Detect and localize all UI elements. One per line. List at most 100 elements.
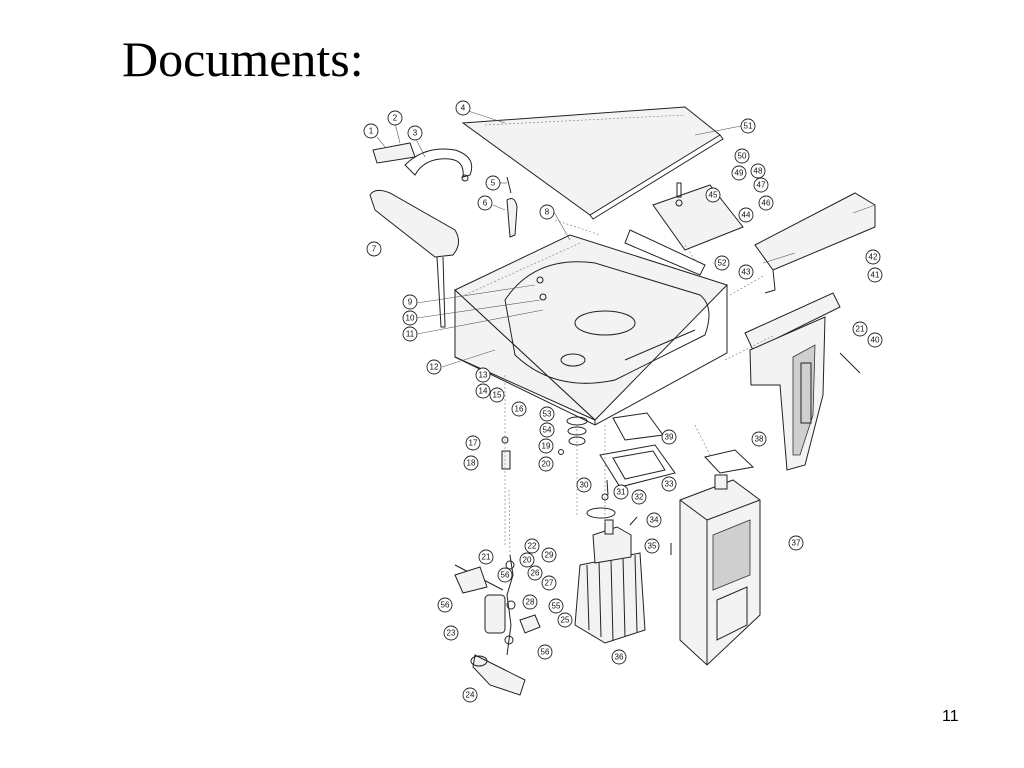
svg-text:8: 8	[545, 208, 550, 217]
o-ring-32	[586, 507, 616, 519]
callout: 12	[426, 359, 442, 375]
svg-text:7: 7	[372, 245, 377, 254]
callout: 56	[437, 597, 453, 613]
svg-text:11: 11	[406, 330, 415, 339]
svg-text:34: 34	[650, 516, 659, 525]
assembly-guide-lines	[504, 219, 776, 556]
svg-text:16: 16	[515, 405, 524, 414]
callout: 35	[644, 538, 660, 554]
svg-text:44: 44	[742, 211, 751, 220]
callout: 47	[753, 177, 769, 193]
callout: 50	[734, 148, 750, 164]
svg-text:53: 53	[543, 410, 552, 419]
callout-labels: 1 2 3 4 5 6 7 8 9 10 11 12 13 14 15 16 1…	[363, 100, 883, 703]
callout: 21	[852, 321, 868, 337]
callout: 37	[788, 535, 804, 551]
callout: 45	[705, 187, 721, 203]
callout: 19	[538, 438, 554, 454]
svg-text:42: 42	[869, 253, 878, 262]
svg-text:41: 41	[871, 271, 880, 280]
slide-plate	[744, 292, 841, 471]
svg-text:17: 17	[469, 439, 478, 448]
svg-text:15: 15	[493, 391, 502, 400]
callout: 16	[511, 401, 527, 417]
callout: 8	[539, 204, 555, 220]
svg-text:6: 6	[483, 199, 488, 208]
callout: 25	[557, 612, 573, 628]
screw-40	[839, 352, 861, 374]
svg-text:29: 29	[545, 551, 554, 560]
callout: 3	[407, 125, 423, 141]
svg-text:18: 18	[467, 459, 476, 468]
callout: 27	[541, 575, 557, 591]
svg-text:28: 28	[526, 598, 535, 607]
screw-9	[536, 276, 544, 284]
svg-text:51: 51	[744, 122, 753, 131]
svg-text:23: 23	[447, 629, 456, 638]
svg-text:36: 36	[615, 653, 624, 662]
callout: 32	[631, 489, 647, 505]
svg-text:32: 32	[635, 493, 644, 502]
callout: 36	[611, 649, 627, 665]
callout: 46	[758, 195, 774, 211]
callout: 26	[527, 565, 543, 581]
svg-text:26: 26	[531, 569, 540, 578]
callout: 24	[462, 687, 478, 703]
svg-text:52: 52	[718, 259, 727, 268]
screw-30	[606, 479, 609, 496]
callout: 44	[738, 207, 754, 223]
callout: 43	[738, 264, 754, 280]
callout: 4	[455, 100, 471, 116]
bracket-clip	[372, 142, 473, 182]
svg-text:10: 10	[406, 314, 415, 323]
svg-text:40: 40	[871, 336, 880, 345]
diagram-canvas: 1 2 3 4 5 6 7 8 9 10 11 12 13 14 15 16 1…	[363, 100, 883, 703]
slide-page-number: 11	[942, 708, 959, 725]
callout-leaders	[376, 107, 876, 368]
callout: 39	[661, 429, 677, 445]
callout: 20	[538, 456, 554, 472]
exploded-parts-diagram: 1 2 3 4 5 6 7 8 9 10 11 12 13 14 15 16 1…	[355, 95, 900, 710]
svg-text:54: 54	[543, 426, 552, 435]
callout: 14	[475, 383, 491, 399]
callout: 51	[740, 118, 756, 134]
callout: 48	[750, 163, 766, 179]
callout: 55	[548, 598, 564, 614]
callout: 20	[519, 552, 535, 568]
svg-text:37: 37	[792, 539, 801, 548]
svg-text:24: 24	[466, 691, 475, 700]
callout: 23	[443, 625, 459, 641]
callout: 56	[537, 644, 553, 660]
main-tray	[454, 234, 728, 426]
svg-text:27: 27	[545, 579, 554, 588]
callout: 18	[463, 455, 479, 471]
callout: 56	[497, 567, 513, 583]
svg-text:20: 20	[523, 556, 532, 565]
svg-text:48: 48	[754, 167, 763, 176]
slide-title: Documents:	[122, 31, 364, 87]
callout: 53	[539, 406, 555, 422]
svg-text:43: 43	[742, 268, 751, 277]
svg-text:56: 56	[541, 648, 550, 657]
svg-text:56: 56	[501, 571, 510, 580]
svg-text:31: 31	[617, 488, 626, 497]
callout: 38	[751, 431, 767, 447]
svg-text:38: 38	[755, 435, 764, 444]
screw-10	[539, 293, 547, 301]
callout: 7	[366, 241, 382, 257]
svg-text:30: 30	[580, 481, 589, 490]
svg-text:46: 46	[762, 199, 771, 208]
svg-text:5: 5	[491, 179, 496, 188]
svg-text:9: 9	[408, 298, 413, 307]
housing-37	[679, 474, 761, 666]
svg-text:22: 22	[528, 542, 537, 551]
svg-text:4: 4	[461, 104, 466, 113]
callout: 13	[475, 367, 491, 383]
plates-39-33	[599, 412, 676, 488]
svg-text:49: 49	[735, 169, 744, 178]
svg-text:1: 1	[369, 127, 374, 136]
svg-text:12: 12	[430, 363, 439, 372]
callout: 15	[489, 387, 505, 403]
callout: 21	[478, 549, 494, 565]
top-right-bars	[652, 182, 876, 294]
